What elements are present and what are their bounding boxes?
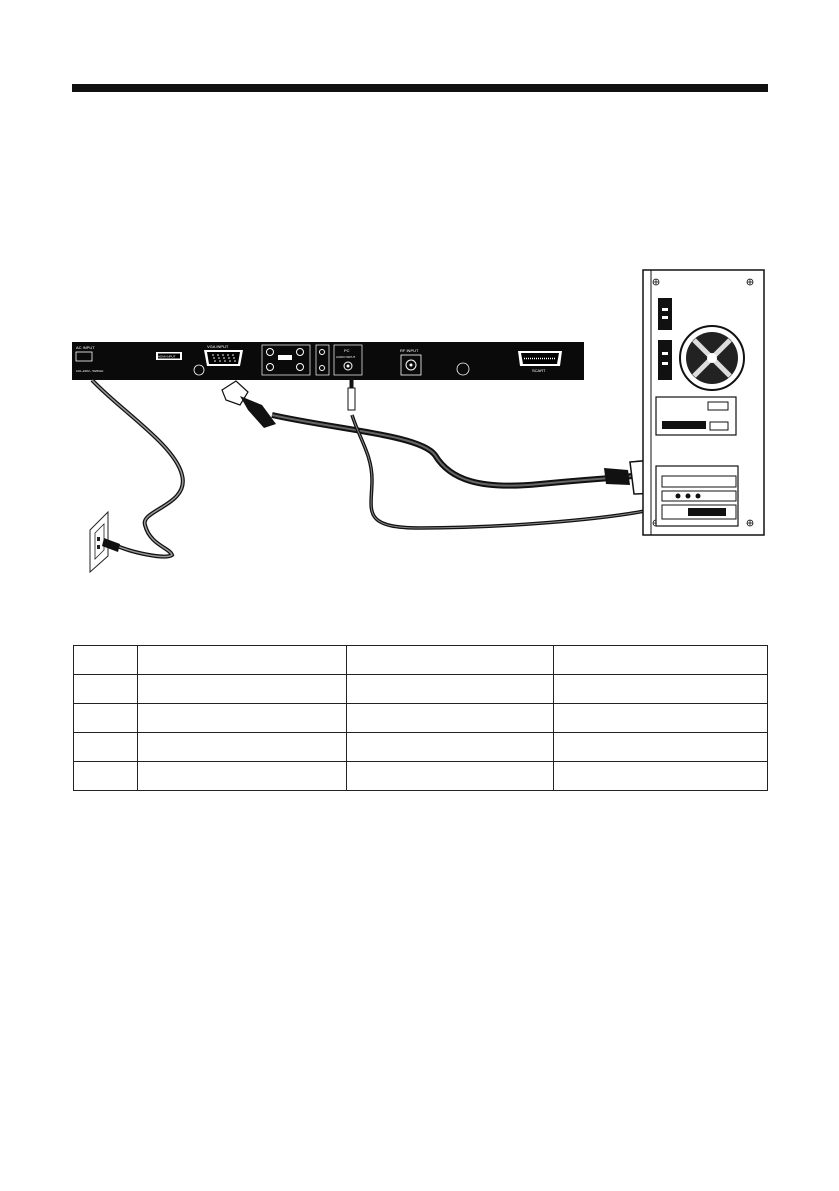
ac-rating-label: 100~240V~ 50/60Hz — [76, 369, 104, 373]
table-cell — [73, 645, 138, 675]
table-cell — [346, 761, 554, 791]
table-cell — [553, 703, 768, 733]
tv-rear-panel: AC INPUT 100~240V~ 50/60Hz HDMI INPUT VG… — [72, 342, 584, 380]
table-cell — [553, 732, 768, 762]
table-cell — [346, 732, 554, 762]
vga-input-label: VGA INPUT — [207, 344, 229, 349]
vga-cable — [221, 380, 681, 495]
table-row — [73, 761, 768, 791]
table-cell — [553, 645, 768, 675]
table-cell — [137, 732, 347, 762]
pc-audio-label: PC — [344, 348, 350, 353]
table-cell — [73, 761, 138, 791]
table-cell — [346, 645, 554, 675]
table-cell — [346, 674, 554, 704]
table-row — [73, 703, 768, 733]
power-cable — [90, 378, 185, 559]
table-cell — [137, 645, 347, 675]
top-rule — [72, 84, 768, 92]
audio-cable — [347, 378, 665, 530]
table-cell — [553, 761, 768, 791]
wall-outlet — [89, 510, 120, 574]
table-cell — [73, 703, 138, 733]
rf-input-label: RF INPUT — [400, 348, 419, 353]
table-row — [73, 732, 768, 762]
table-cell — [73, 732, 138, 762]
hdmi-input-label: HDMI INPUT — [158, 355, 176, 359]
table-row — [73, 674, 768, 704]
scart-label: SCART — [532, 368, 546, 373]
table-cell — [73, 674, 138, 704]
spec-table — [73, 645, 768, 791]
pc-tower — [642, 269, 765, 536]
table-cell — [137, 674, 347, 704]
table-cell — [137, 761, 347, 791]
table-cell — [553, 674, 768, 704]
connection-diagram: AC INPUT 100~240V~ 50/60Hz HDMI INPUT VG… — [72, 269, 765, 574]
table-row — [73, 645, 768, 675]
pc-audio-input-label: AUDIO INPUT — [336, 355, 356, 359]
table-cell — [346, 703, 554, 733]
ac-input-label: AC INPUT — [76, 345, 95, 350]
table-cell — [137, 703, 347, 733]
